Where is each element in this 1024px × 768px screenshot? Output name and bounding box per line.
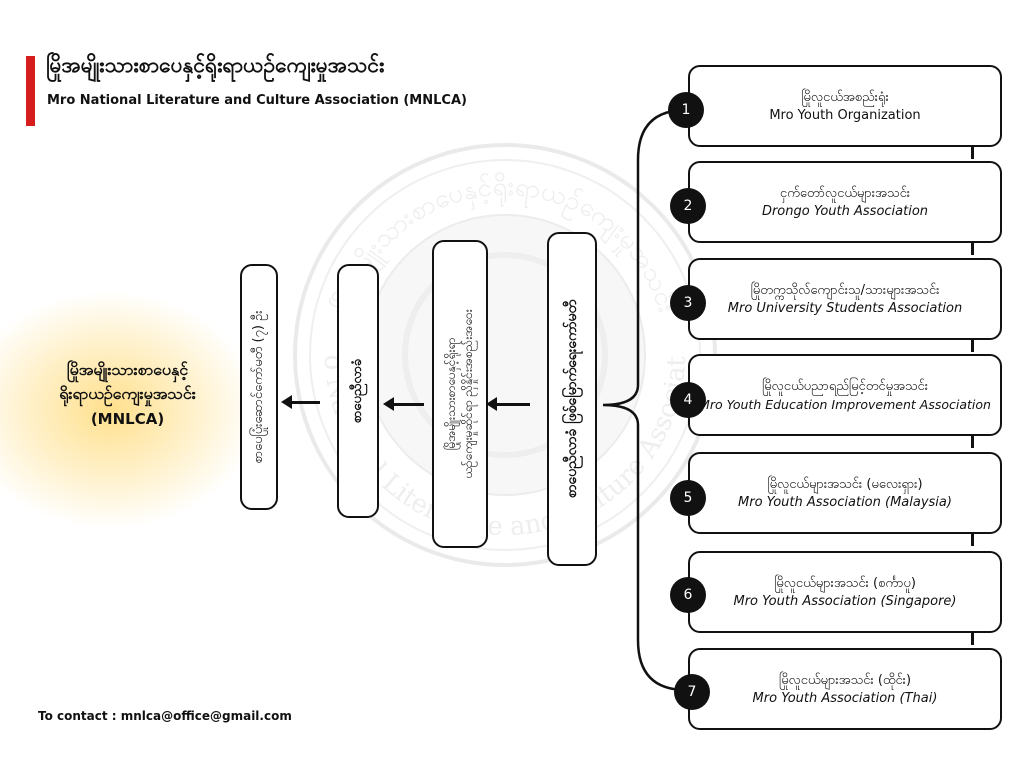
card-connector — [971, 243, 974, 255]
flow-box-step2: မြိုအမျိုးသားစာပေနှင့်ရိုးရာ ယဉ်ကျေးမှုဆ… — [432, 240, 488, 548]
org-card-4: မြိုလူငယ်ပညာရည်မြင့်တင်မှုအသင်း Mro Yout… — [688, 354, 1002, 436]
org-6-name-mm: မြိုလူငယ်များအသင်း (စင်္ကာပူ) — [774, 576, 916, 591]
association-line2: ရိုးရာယဉ်ကျေးမှုအသင်း — [59, 384, 196, 403]
number-badge-7: 7 — [674, 674, 710, 710]
card-connector — [971, 147, 974, 159]
org-7-name-en: Mro Youth Association (Thai) — [752, 691, 938, 706]
org-card-1: မြိုလူငယ်အစည်းရုံး Mro Youth Organizatio… — [688, 65, 1002, 147]
org-card-5: မြိုလူငယ်များအသင်း (မလေးရှား) Mro Youth … — [688, 452, 1002, 534]
card-connector — [971, 340, 974, 352]
title-english: Mro National Literature and Culture Asso… — [47, 93, 467, 108]
org-5-name-en: Mro Youth Association (Malaysia) — [738, 495, 952, 510]
flow-box-step1: စာပေညီလာခံ ဖြစ်မြောက်ရေးကော်မတီ — [547, 232, 597, 566]
number-badge-2: 2 — [670, 188, 706, 224]
number-badge-6: 6 — [670, 577, 706, 613]
org-card-2: ငှက်တော်လူငယ်များအသင်း Drongo Youth Asso… — [688, 161, 1002, 243]
flow-box-step3: စာပေညီလာခံ — [337, 264, 379, 518]
arrow-step2-to-step3 — [486, 397, 530, 411]
title-myanmar: မြိုအမျိုးသားစာပေနှင့်ရိုးရာယဉ်ကျေးမှုအသ… — [46, 53, 385, 77]
org-4-name-mm: မြိုလူငယ်ပညာရည်မြင့်တင်မှုအသင်း — [761, 379, 929, 394]
association-line1: မြိုအမျိုးသားစာပေနှင့် — [66, 360, 189, 379]
association-line3: (MNLCA) — [90, 410, 165, 428]
org-1-name-en: Mro Youth Organization — [769, 108, 921, 123]
org-5-name-mm: မြိုလူငယ်များအသင်း (မလေးရှား) — [767, 477, 923, 492]
association-label: မြိုအမျိုးသားစာပေနှင့် ရိုးရာယဉ်ကျေးမှုအ… — [20, 358, 235, 430]
number-badge-3: 3 — [670, 285, 706, 321]
org-2-name-mm: ငှက်တော်လူငယ်များအသင်း — [779, 186, 911, 201]
org-2-name-en: Drongo Youth Association — [761, 204, 929, 219]
org-3-name-en: Mro University Students Association — [727, 301, 963, 316]
card-connector — [971, 436, 974, 448]
org-6-name-en: Mro Youth Association (Singapore) — [733, 594, 957, 609]
org-card-7: မြိုလူငယ်များအသင်း (ထိုင်း) Mro Youth As… — [688, 648, 1002, 730]
org-card-3: မြိုတက္ကသိုလ်ကျောင်းသူ/သားများအသင်း Mro … — [688, 258, 1002, 340]
number-badge-5: 5 — [670, 480, 706, 516]
flow-box-step4: စာပေပြုံးဆောင်ကော်မတီ (၇) ဦး — [240, 264, 278, 510]
contact-text: To contact : mnlca@office@gmail.com — [38, 709, 292, 723]
arrow-step3-to-step4 — [383, 397, 424, 411]
org-3-name-mm: မြိုတက္ကသိုလ်ကျောင်းသူ/သားများအသင်း — [750, 283, 940, 298]
card-connector — [971, 633, 974, 645]
header-accent-bar — [26, 56, 35, 126]
org-1-name-mm: မြိုလူငယ်အစည်းရုံး — [801, 90, 889, 105]
number-badge-1: 1 — [668, 92, 704, 128]
org-card-6: မြိုလူငယ်များအသင်း (စင်္ကာပူ) Mro Youth … — [688, 551, 1002, 633]
arrow-step4-to-association — [281, 395, 320, 409]
card-connector — [971, 534, 974, 546]
org-7-name-mm: မြိုလူငယ်များအသင်း (ထိုင်း) — [778, 673, 912, 688]
number-badge-4: 4 — [670, 382, 706, 418]
association-glow — [0, 290, 260, 530]
org-4-name-en: Mro Youth Education Improvement Associat… — [699, 397, 991, 412]
